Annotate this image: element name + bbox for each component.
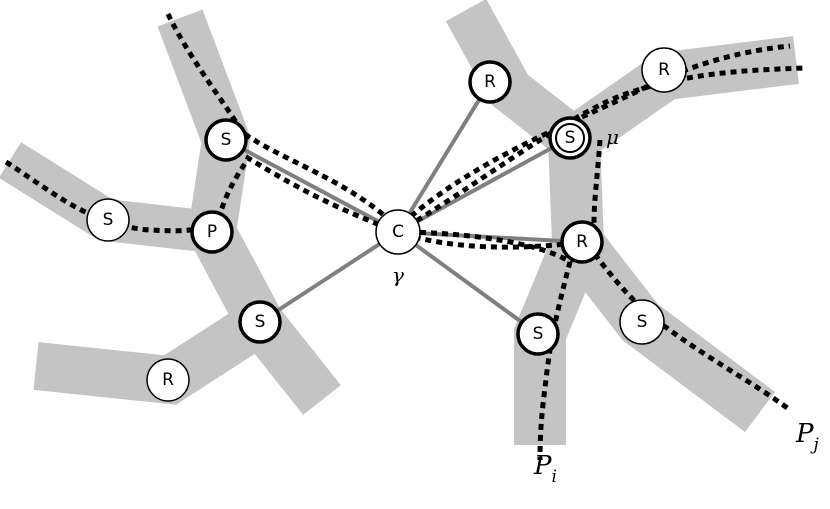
node-s-top-left: S: [204, 118, 248, 162]
node-label: P: [207, 222, 217, 242]
node-label: S: [565, 128, 576, 148]
edge-c-r-top-center: [396, 80, 492, 234]
node-label: R: [576, 232, 588, 252]
nodes: S S P S R C R R: [86, 47, 687, 402]
node-label: S: [255, 312, 266, 332]
path-i-main: P: [533, 451, 552, 481]
node-r-mid-right: R: [560, 220, 604, 264]
band-left-bottom: [33, 301, 274, 405]
node-label: S: [637, 312, 648, 332]
node-s-far-left: S: [86, 198, 130, 242]
node-r-top-right: R: [641, 47, 687, 93]
node-r-top-center: R: [468, 60, 512, 104]
node-label: R: [484, 72, 496, 92]
node-c-center: C: [375, 209, 421, 255]
node-label: S: [221, 130, 232, 150]
path-i-label: Pi: [533, 451, 557, 487]
node-s-right-double: S: [548, 116, 592, 160]
node-r-bottom-left: R: [146, 358, 190, 402]
edge-c-s-lower-center: [396, 230, 540, 336]
node-label: C: [392, 222, 404, 242]
node-s-lower-left: S: [238, 300, 282, 344]
path-j-sub: j: [810, 435, 820, 455]
node-s-lower-right: S: [619, 299, 665, 345]
edge-c-s-lower-left: [258, 230, 400, 324]
node-p-left: P: [190, 210, 234, 254]
path-j-label: Pj: [795, 419, 820, 455]
node-label: R: [658, 60, 670, 80]
node-label: R: [162, 370, 174, 390]
gamma-label: γ: [392, 263, 404, 287]
node-s-lower-center: S: [516, 312, 560, 356]
node-label: S: [103, 210, 114, 230]
path-p-i: [397, 229, 573, 461]
path-i-sub: i: [552, 467, 557, 487]
edges: [225, 80, 581, 336]
mu-label: μ: [606, 125, 619, 149]
node-label: S: [533, 324, 544, 344]
edge-c-s-right: [397, 136, 571, 234]
band-right-down: [514, 138, 605, 445]
path-c-to-right-upper: [396, 65, 807, 235]
annotations: γ μ Pi Pj: [392, 125, 820, 487]
edge-c-s-top-left: [225, 138, 399, 234]
path-j-main: P: [795, 419, 814, 449]
